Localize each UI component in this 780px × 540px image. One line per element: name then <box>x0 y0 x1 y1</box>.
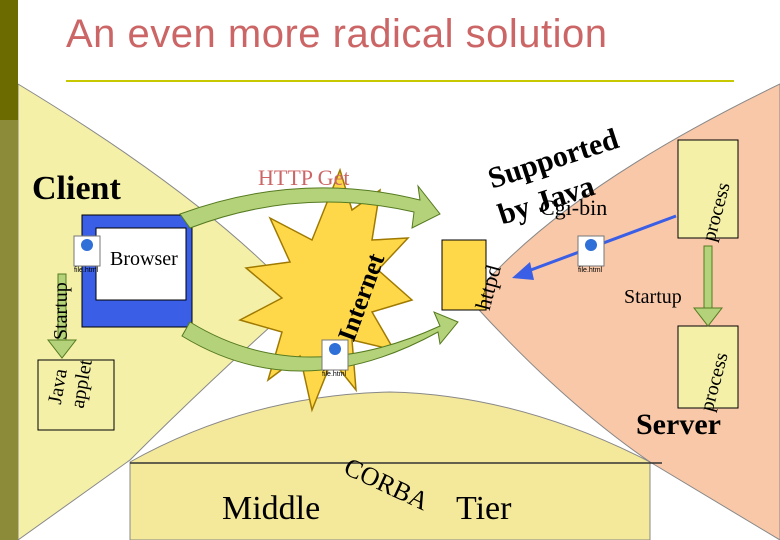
server-label: Server <box>636 408 721 441</box>
startup-left-arrow-head <box>46 339 78 359</box>
startup-right-arrow <box>703 245 713 309</box>
file-icon-internet <box>321 339 349 371</box>
title-rule <box>66 80 734 82</box>
middle-region <box>129 391 651 540</box>
applet-box <box>37 359 115 431</box>
startup-left-label: Startup <box>50 282 72 340</box>
file-icon-caption-2: file.html <box>322 371 347 378</box>
slide-title: An even more radical solution <box>66 12 608 56</box>
file-icon-browser <box>73 235 101 267</box>
cgi-arrow-head <box>512 262 534 280</box>
process-box-top <box>677 139 739 239</box>
cgi-bin-label: Cgi-bin <box>540 195 608 220</box>
http-get-arrow <box>179 184 441 229</box>
file-icon-caption-3: file.html <box>578 267 603 274</box>
tier-label: Tier <box>456 490 512 527</box>
http-get-label: HTTP Get <box>258 165 350 190</box>
middle-label: Middle <box>222 490 321 527</box>
response-arrow <box>181 311 459 372</box>
client-label: Client <box>32 170 121 207</box>
httpd-box <box>441 239 487 311</box>
side-accent-bar <box>0 0 18 540</box>
process-box-bottom <box>677 325 739 409</box>
java-applet-label: Java applet <box>44 354 98 410</box>
browser-label: Browser <box>110 248 178 270</box>
startup-right-label: Startup <box>624 286 682 308</box>
file-icon-server <box>577 235 605 267</box>
startup-right-arrow-head <box>692 307 724 327</box>
file-icon-caption-1: file.html <box>74 267 99 274</box>
